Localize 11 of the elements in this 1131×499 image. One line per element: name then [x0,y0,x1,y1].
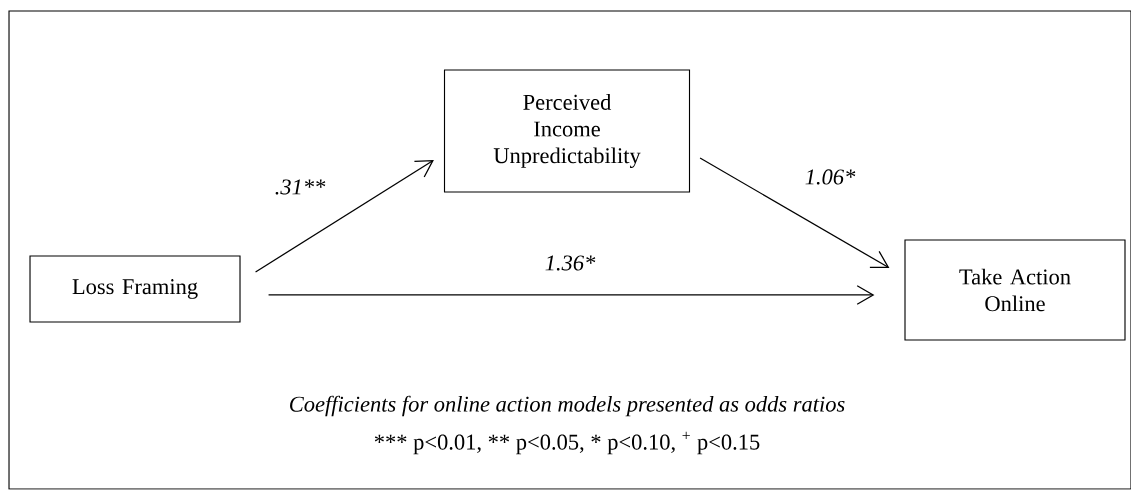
note-text: *** p<0.01, ** p<0.05, * p<0.10, $^{+}$ p<0.15 [374,431,760,455]
arrow [254,160,434,273]
arrow [267,285,875,305]
variable-box: Loss Framing [29,255,241,323]
edge-label: 1.06* [803,167,857,187]
arrow [699,157,890,268]
edge-label: 1.36* [543,254,597,272]
edge-label: .31** [273,178,327,196]
variable-box: Take Action Online [904,239,1126,341]
variable-box: Perceived Income Unpredictability [443,69,691,193]
note-text: Coefficients for online action models presented as odds ratios [290,395,845,417]
